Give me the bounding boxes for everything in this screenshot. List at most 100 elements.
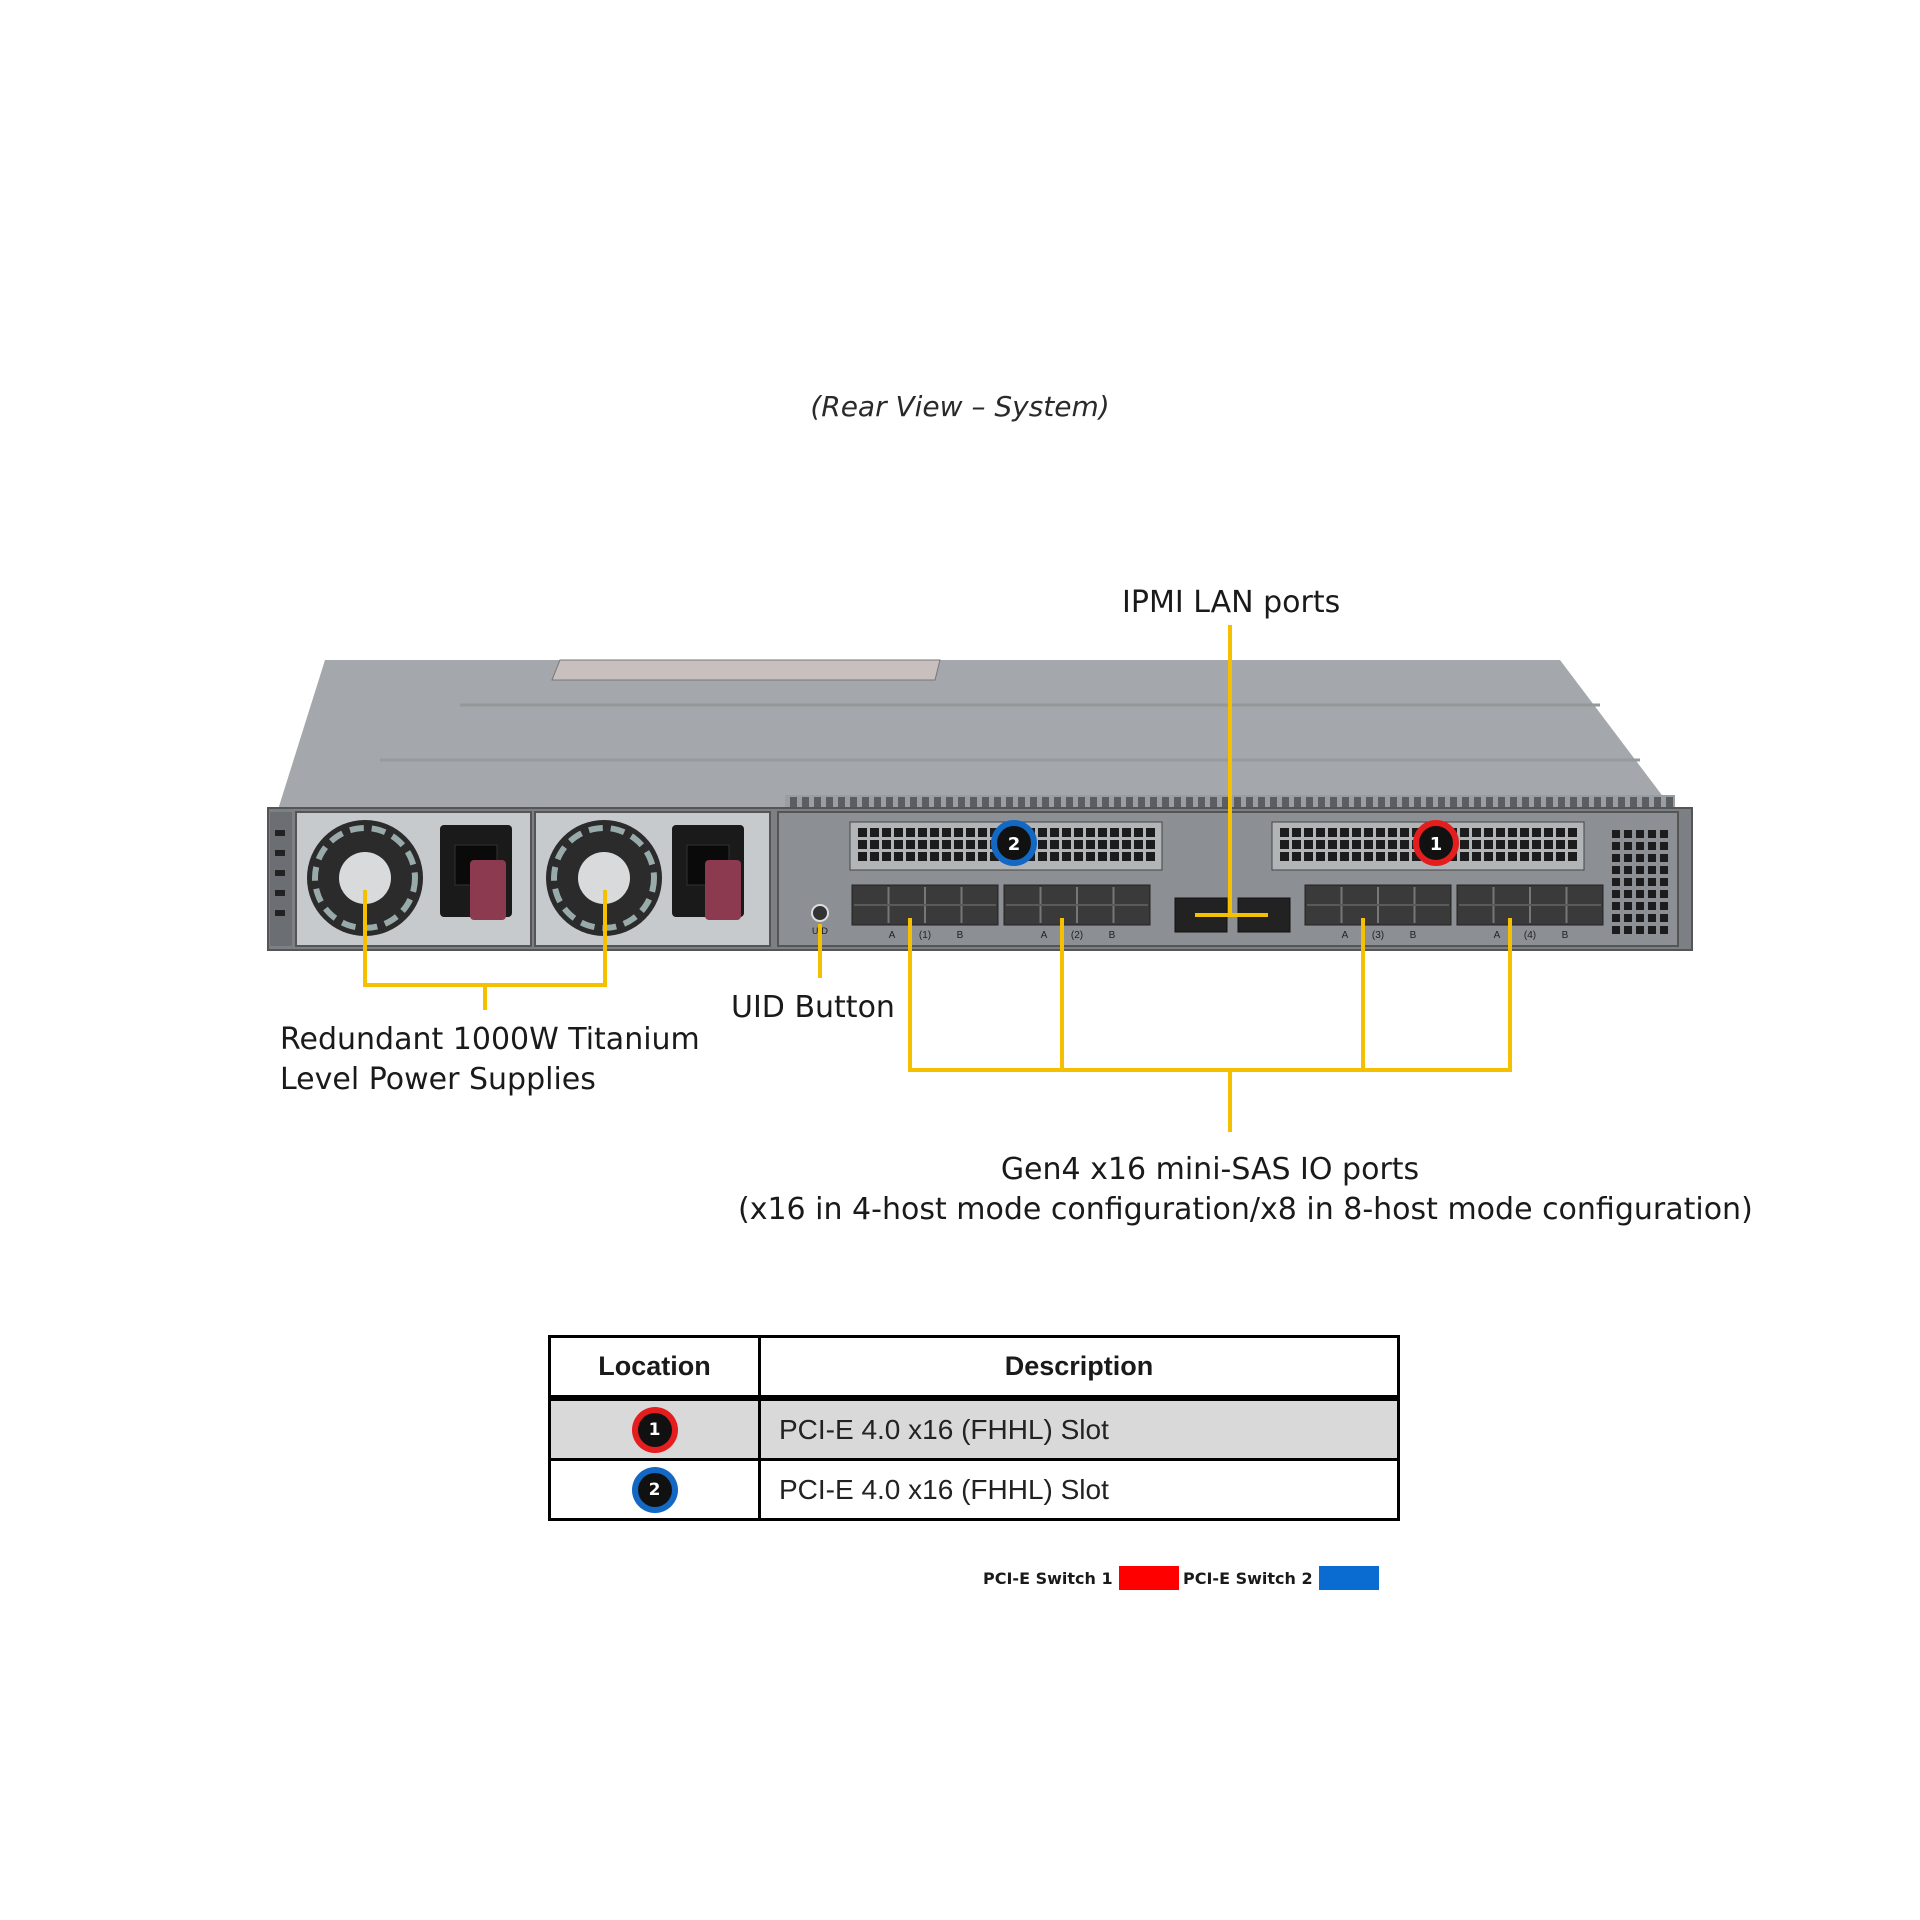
vent-hole — [1612, 914, 1620, 922]
grille-hole — [858, 828, 867, 837]
grille-hole — [1388, 840, 1397, 849]
grille-hole — [1292, 852, 1301, 861]
grille-hole — [1050, 852, 1059, 861]
vent-hole — [1624, 878, 1632, 886]
vent-slot — [1150, 797, 1157, 807]
grille-hole — [1280, 828, 1289, 837]
grille-hole — [1472, 852, 1481, 861]
vent-slot — [1222, 797, 1229, 807]
vent-hole — [1660, 890, 1668, 898]
location-column-header: Location — [548, 1335, 761, 1401]
grille-hole — [978, 828, 987, 837]
vent-slot — [1486, 797, 1493, 807]
vent-hole — [1624, 842, 1632, 850]
vent-slot — [1666, 797, 1673, 807]
vent-slot — [1294, 797, 1301, 807]
grille-hole — [1544, 828, 1553, 837]
grille-hole — [978, 840, 987, 849]
vent-slot — [1414, 797, 1421, 807]
grille-hole — [894, 840, 903, 849]
vent-hole — [1636, 890, 1644, 898]
grille-hole — [1364, 828, 1373, 837]
vent-slot — [1546, 797, 1553, 807]
vent-slot — [898, 797, 905, 807]
vent-slot — [1198, 797, 1205, 807]
grille-hole — [1280, 840, 1289, 849]
grille-hole — [1388, 852, 1397, 861]
grille-hole — [1532, 828, 1541, 837]
grille-hole — [1412, 852, 1421, 861]
vent-hole — [1624, 866, 1632, 874]
vent-slot — [1114, 797, 1121, 807]
vent-hole — [1624, 854, 1632, 862]
vent-slot — [910, 797, 917, 807]
vent-hole — [1636, 926, 1644, 934]
port-side-label: B — [1109, 930, 1116, 941]
uid-button-label: UID Button — [731, 990, 895, 1025]
grille-hole — [1038, 828, 1047, 837]
grille-hole — [1568, 828, 1577, 837]
grille-hole — [1050, 828, 1059, 837]
grille-hole — [1496, 828, 1505, 837]
port-group-label-3: (3) — [1372, 930, 1384, 941]
vent-slot — [1246, 797, 1253, 807]
vent-slot — [1594, 797, 1601, 807]
grille-hole — [1086, 828, 1095, 837]
location-cell: 2 — [548, 1458, 761, 1521]
grille-hole — [1340, 840, 1349, 849]
vent-slot — [826, 797, 833, 807]
grille-hole — [1122, 840, 1131, 849]
slot-marker-2: 2 — [991, 820, 1037, 866]
vent-slot — [1234, 797, 1241, 807]
grille-hole — [1352, 828, 1361, 837]
grille-hole — [1146, 852, 1155, 861]
vent-hole — [1636, 830, 1644, 838]
grille-hole — [1062, 840, 1071, 849]
grille-hole — [894, 828, 903, 837]
vent-hole — [1612, 854, 1620, 862]
grille-hole — [942, 852, 951, 861]
description-cell: PCI-E 4.0 x16 (FHHL) Slot — [758, 1458, 1400, 1521]
grille-hole — [1376, 852, 1385, 861]
grille-hole — [1074, 852, 1083, 861]
grille-hole — [966, 828, 975, 837]
grille-hole — [954, 840, 963, 849]
grille-hole — [1364, 840, 1373, 849]
vent-slot — [1210, 797, 1217, 807]
minisas-label-line1: Gen4 x16 mini-SAS IO ports — [1000, 1152, 1420, 1187]
psu-release-handle-2 — [705, 860, 741, 920]
grille-hole — [1532, 840, 1541, 849]
vent-slot — [850, 797, 857, 807]
grille-hole — [1376, 840, 1385, 849]
grille-hole — [978, 852, 987, 861]
vent-hole — [1612, 866, 1620, 874]
description-cell: PCI-E 4.0 x16 (FHHL) Slot — [758, 1396, 1400, 1461]
vent-hole — [1636, 914, 1644, 922]
vent-hole — [1648, 902, 1656, 910]
grille-hole — [1110, 852, 1119, 861]
vent-slot — [922, 797, 929, 807]
vent-slot — [874, 797, 881, 807]
vent-slot — [1174, 797, 1181, 807]
vent-slot — [958, 797, 965, 807]
vent-slot — [994, 797, 1001, 807]
grille-hole — [1556, 852, 1565, 861]
vent-slot — [1402, 797, 1409, 807]
vent-slot — [1534, 797, 1541, 807]
vent-slot — [1078, 797, 1085, 807]
port-side-label: A — [1342, 930, 1349, 941]
vent-slot — [1162, 797, 1169, 807]
slot-badge-2: 2 — [637, 1472, 672, 1507]
vent-slot — [946, 797, 953, 807]
table-row: 2 PCI-E 4.0 x16 (FHHL) Slot — [548, 1458, 1400, 1521]
grille-hole — [1556, 840, 1565, 849]
grille-hole — [1544, 852, 1553, 861]
grille-hole — [1086, 840, 1095, 849]
grille-hole — [918, 852, 927, 861]
grille-hole — [1316, 828, 1325, 837]
grille-hole — [1098, 828, 1107, 837]
vent-slot — [1654, 797, 1661, 807]
grille-hole — [1400, 828, 1409, 837]
grille-hole — [942, 840, 951, 849]
grille-hole — [1352, 840, 1361, 849]
